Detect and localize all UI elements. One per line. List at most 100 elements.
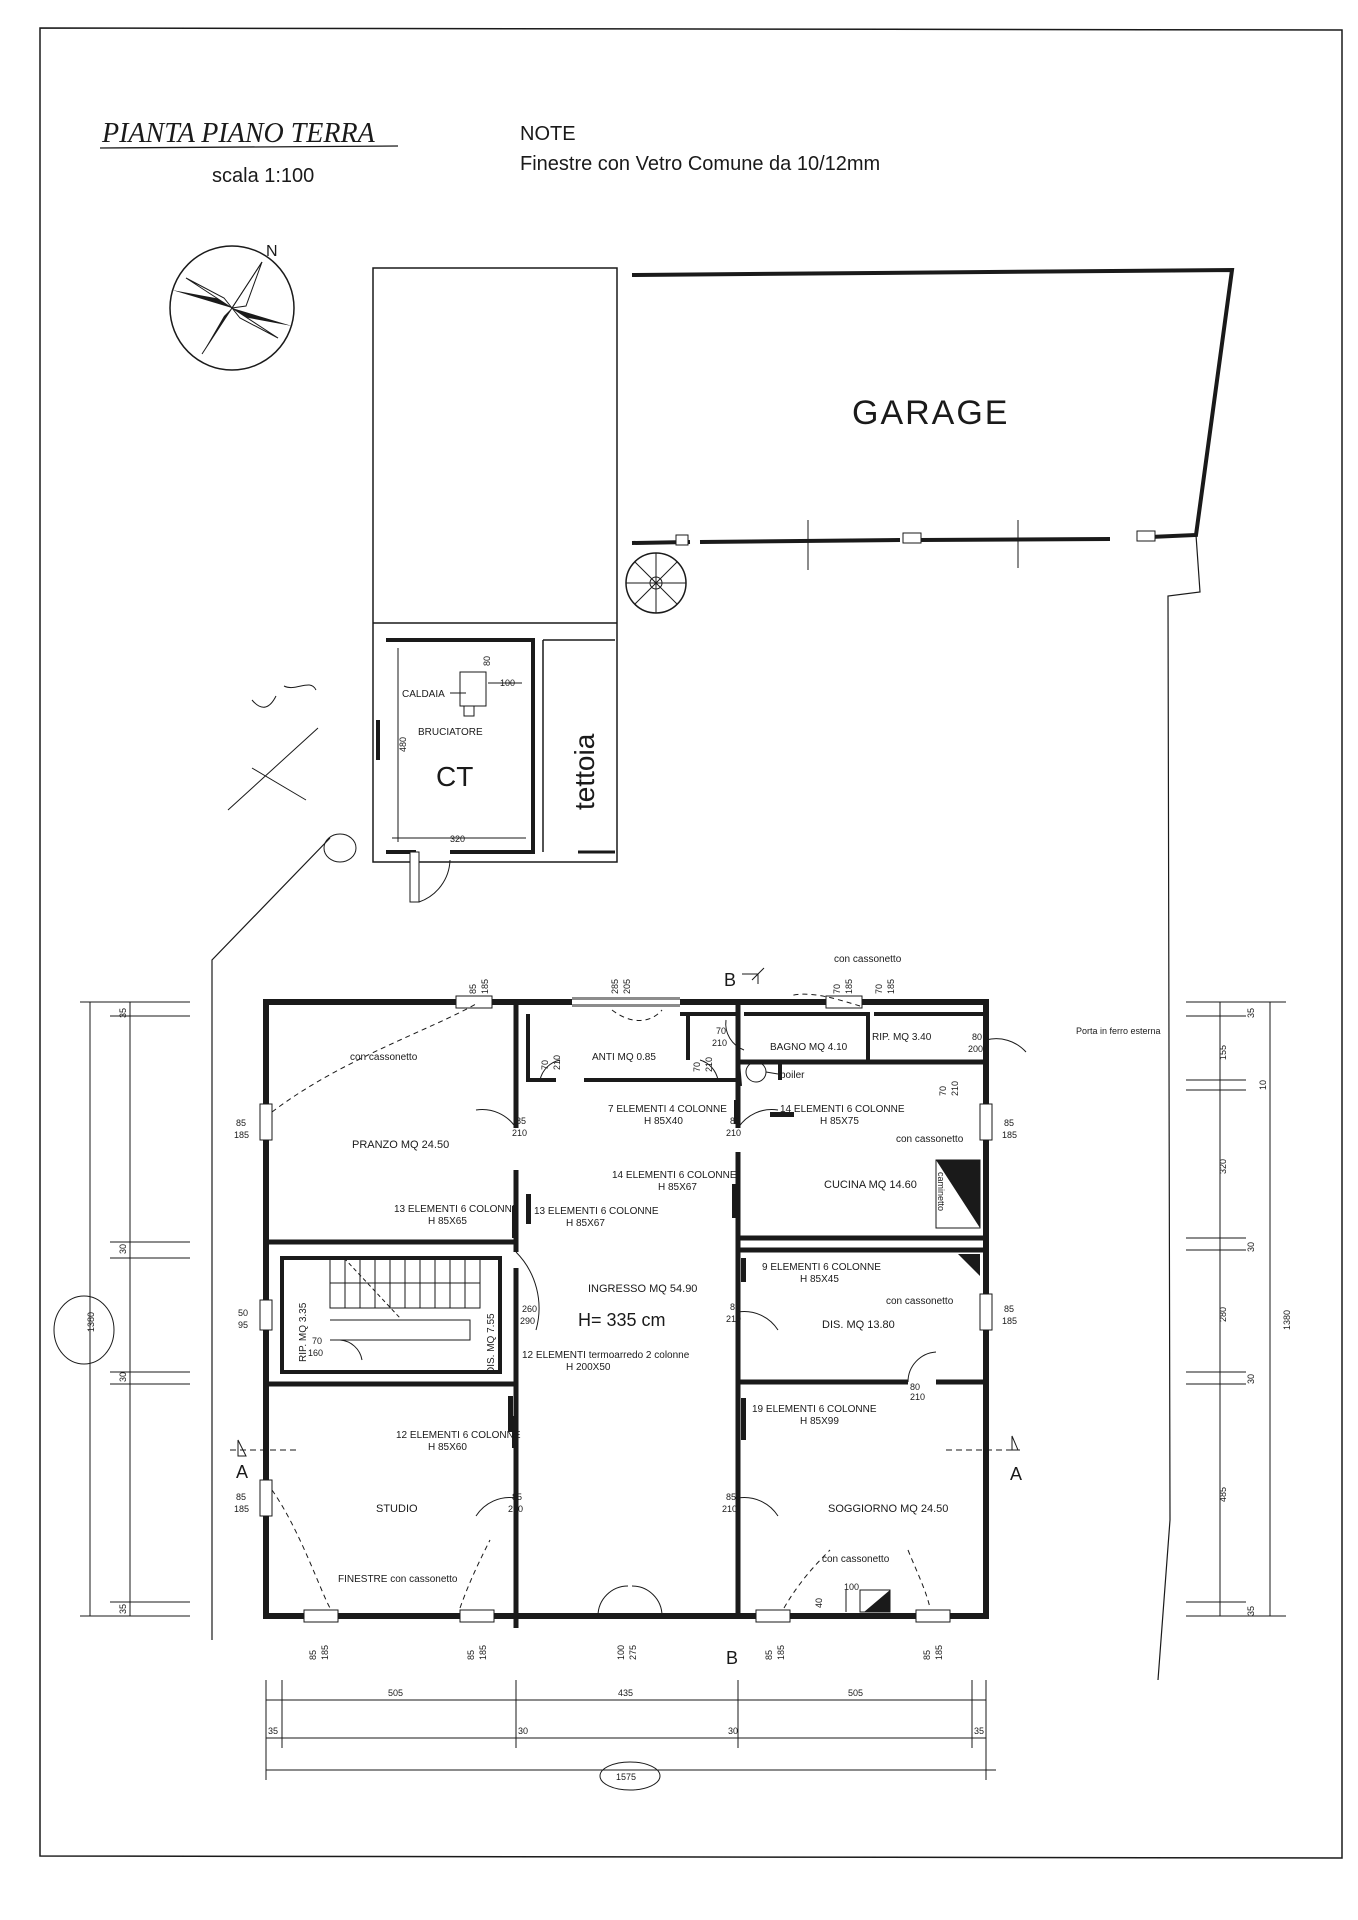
cassonetto-note-soggiorno: con cassonetto bbox=[822, 1554, 890, 1565]
svg-text:200: 200 bbox=[968, 1044, 983, 1054]
garage-label: GARAGE bbox=[852, 394, 1009, 432]
svg-text:210: 210 bbox=[722, 1504, 737, 1514]
svg-text:85: 85 bbox=[466, 1650, 476, 1660]
cassonetto-note-pranzo: con cassonetto bbox=[350, 1052, 418, 1063]
radiators bbox=[508, 1100, 794, 1448]
dimension-bottom: 505 435 505 35 30 30 35 1575 bbox=[265, 1680, 996, 1791]
svg-text:70: 70 bbox=[540, 1060, 550, 1070]
section-a-left: A bbox=[236, 1462, 248, 1482]
caldaia-unit bbox=[459, 671, 487, 707]
tettoia-label: tettoia bbox=[569, 733, 600, 810]
svg-text:30: 30 bbox=[1246, 1242, 1256, 1252]
radiator-size-r9: H 85X99 bbox=[800, 1416, 839, 1427]
svg-text:85: 85 bbox=[730, 1116, 740, 1126]
site-boundary-left bbox=[211, 837, 331, 1640]
svg-text:35: 35 bbox=[268, 1726, 278, 1736]
svg-text:35: 35 bbox=[1246, 1606, 1256, 1616]
svg-text:70: 70 bbox=[716, 1026, 726, 1036]
finestre-cassonetto-note: FINESTRE con cassonetto bbox=[338, 1574, 458, 1585]
section-a-right: A bbox=[1010, 1464, 1022, 1484]
room-dis-left: DIS. MQ 7.55 bbox=[486, 1313, 497, 1374]
ingresso-height: H= 335 cm bbox=[578, 1310, 666, 1330]
radiator-note-r8: 12 ELEMENTI 6 COLONNE bbox=[396, 1430, 521, 1441]
svg-text:160: 160 bbox=[308, 1348, 323, 1358]
note-title: NOTE bbox=[520, 123, 576, 145]
svg-text:285: 285 bbox=[610, 979, 620, 994]
svg-text:85: 85 bbox=[726, 1492, 736, 1502]
note-text: Finestre con Vetro Comune da 10/12mm bbox=[520, 153, 880, 175]
svg-text:30: 30 bbox=[1246, 1374, 1256, 1384]
bruciatore-label: BRUCIATORE bbox=[418, 727, 483, 738]
svg-text:95: 95 bbox=[238, 1320, 248, 1330]
radiator-size-r7: H 200X50 bbox=[566, 1362, 611, 1373]
cassonetto-note-top: con cassonetto bbox=[834, 954, 902, 965]
svg-text:85: 85 bbox=[236, 1118, 246, 1128]
svg-text:30: 30 bbox=[728, 1726, 738, 1736]
svg-text:505: 505 bbox=[848, 1688, 863, 1698]
room-ingresso: INGRESSO MQ 54.90 bbox=[588, 1283, 697, 1295]
fireplace-dis bbox=[958, 1254, 980, 1276]
ct-dim-320: 320 bbox=[450, 834, 465, 844]
svg-text:185: 185 bbox=[234, 1504, 249, 1514]
svg-text:210: 210 bbox=[910, 1392, 925, 1402]
radiator-note-r1: 7 ELEMENTI 4 COLONNE bbox=[608, 1104, 727, 1115]
svg-text:205: 205 bbox=[622, 979, 632, 994]
svg-text:185: 185 bbox=[234, 1130, 249, 1140]
sheet-border bbox=[39, 27, 1343, 1859]
svg-text:210: 210 bbox=[950, 1081, 960, 1096]
ct-dim-80: 80 bbox=[482, 656, 492, 666]
svg-text:85: 85 bbox=[516, 1116, 526, 1126]
svg-text:70: 70 bbox=[692, 1062, 702, 1072]
svg-text:185: 185 bbox=[478, 1645, 488, 1660]
svg-text:505: 505 bbox=[388, 1688, 403, 1698]
site-boundary-right bbox=[1157, 534, 1201, 1681]
svg-text:100: 100 bbox=[844, 1582, 859, 1592]
compass-north-label: N bbox=[266, 243, 278, 260]
svg-text:210: 210 bbox=[726, 1314, 741, 1324]
svg-text:40: 40 bbox=[814, 1598, 824, 1608]
radiator-size-r8: H 85X60 bbox=[428, 1442, 467, 1453]
svg-text:210: 210 bbox=[704, 1057, 714, 1072]
room-dis-right: DIS. MQ 13.80 bbox=[822, 1319, 895, 1331]
room-anti: ANTI MQ 0.85 bbox=[592, 1052, 656, 1063]
ct-door bbox=[409, 851, 420, 903]
garage-door-post-mid bbox=[902, 532, 922, 544]
handwritten-mark bbox=[227, 684, 319, 811]
handwritten-circle bbox=[323, 833, 357, 863]
svg-text:100: 100 bbox=[616, 1645, 626, 1660]
outbuilding-left-plot bbox=[372, 267, 618, 863]
svg-text:70: 70 bbox=[938, 1086, 948, 1096]
svg-text:80: 80 bbox=[910, 1382, 920, 1392]
plan-title: PIANTA PIANO TERRA bbox=[101, 118, 376, 149]
svg-text:185: 185 bbox=[776, 1645, 786, 1660]
svg-text:85: 85 bbox=[730, 1302, 740, 1312]
svg-text:155: 155 bbox=[1218, 1045, 1228, 1060]
house-walls bbox=[263, 999, 989, 1628]
radiator-note-r6: 9 ELEMENTI 6 COLONNE bbox=[762, 1262, 881, 1273]
svg-text:290: 290 bbox=[520, 1316, 535, 1326]
svg-text:85: 85 bbox=[922, 1650, 932, 1660]
svg-text:185: 185 bbox=[886, 979, 896, 994]
bruciatore-unit bbox=[463, 705, 475, 717]
windows bbox=[259, 995, 993, 1623]
compass-icon: N bbox=[169, 243, 295, 371]
room-rip-left: RIP. MQ 3.35 bbox=[298, 1302, 309, 1362]
svg-text:275: 275 bbox=[628, 1645, 638, 1660]
ct-label: CT bbox=[436, 761, 473, 792]
svg-text:35: 35 bbox=[118, 1604, 128, 1614]
dashed-cassonetto-lines bbox=[271, 993, 931, 1609]
plan-scale: scala 1:100 bbox=[212, 165, 314, 187]
radiator-note-r9: 19 ELEMENTI 6 COLONNE bbox=[752, 1404, 877, 1415]
title-underline bbox=[99, 145, 399, 149]
staircase bbox=[329, 1257, 481, 1341]
room-studio: STUDIO bbox=[376, 1503, 418, 1515]
garage-door-post-left bbox=[675, 534, 689, 546]
room-cucina: CUCINA MQ 14.60 bbox=[824, 1179, 917, 1191]
garage-door-post-right bbox=[1136, 530, 1156, 542]
radiator-size-r2: H 85X75 bbox=[820, 1116, 859, 1127]
svg-text:185: 185 bbox=[844, 979, 854, 994]
ct-dim-480: 480 bbox=[398, 737, 408, 752]
svg-text:320: 320 bbox=[1218, 1159, 1228, 1174]
radiator-note-r5: 13 ELEMENTI 6 COLONNE bbox=[534, 1206, 659, 1217]
svg-text:35: 35 bbox=[974, 1726, 984, 1736]
